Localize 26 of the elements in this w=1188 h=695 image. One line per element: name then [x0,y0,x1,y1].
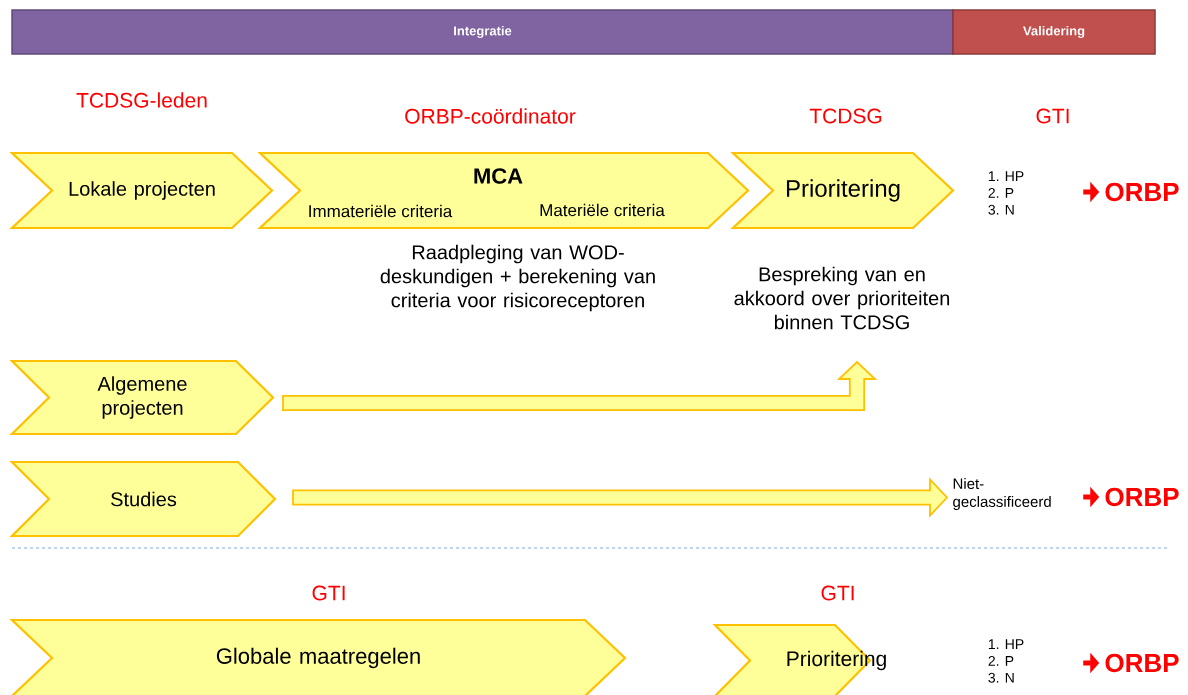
chevron-box: Algemene projecten [9,359,275,436]
chevron-box: Lokale projecten [9,151,274,230]
chevron-box: Studies [9,460,277,538]
role-label: ORBP-coördinator [405,108,576,124]
result-label: ORBP [1105,487,1179,507]
role-label: GTI [821,585,854,601]
priority-list: 1. HP 2. P 3. N [988,639,1024,683]
chevron-box: Prioritering [730,151,955,230]
role-label: TCDSG-leden [76,92,207,108]
box-text: MCA [474,168,523,184]
role-label: TCDSG [809,108,882,124]
box-text: Immateriële criteria [309,204,453,218]
phase-bar: Integratie [11,9,954,55]
role-label: GTI [1036,108,1069,124]
description-text: Bespreking van en akkoord over prioriteiten binnen TCDSG [734,266,950,330]
block-arrow [282,360,878,412]
result-label: ORBP [1105,653,1179,673]
result-label: ORBP [1105,182,1179,202]
block-arrow [292,477,949,518]
role-label: GTI [312,585,345,601]
priority-list: 1. HP 2. P 3. N [988,171,1024,215]
description-text: Raadpleging van WOD-deskundigen + berekening van criteria voor risicoreceptoren [380,244,655,312]
box-text: Materiële criteria [540,203,665,217]
result-note: Niet-geclassificeerd [953,478,1051,510]
phase-bar: Validering [952,9,1156,55]
chevron-box: Globale maatregelen [9,618,627,695]
